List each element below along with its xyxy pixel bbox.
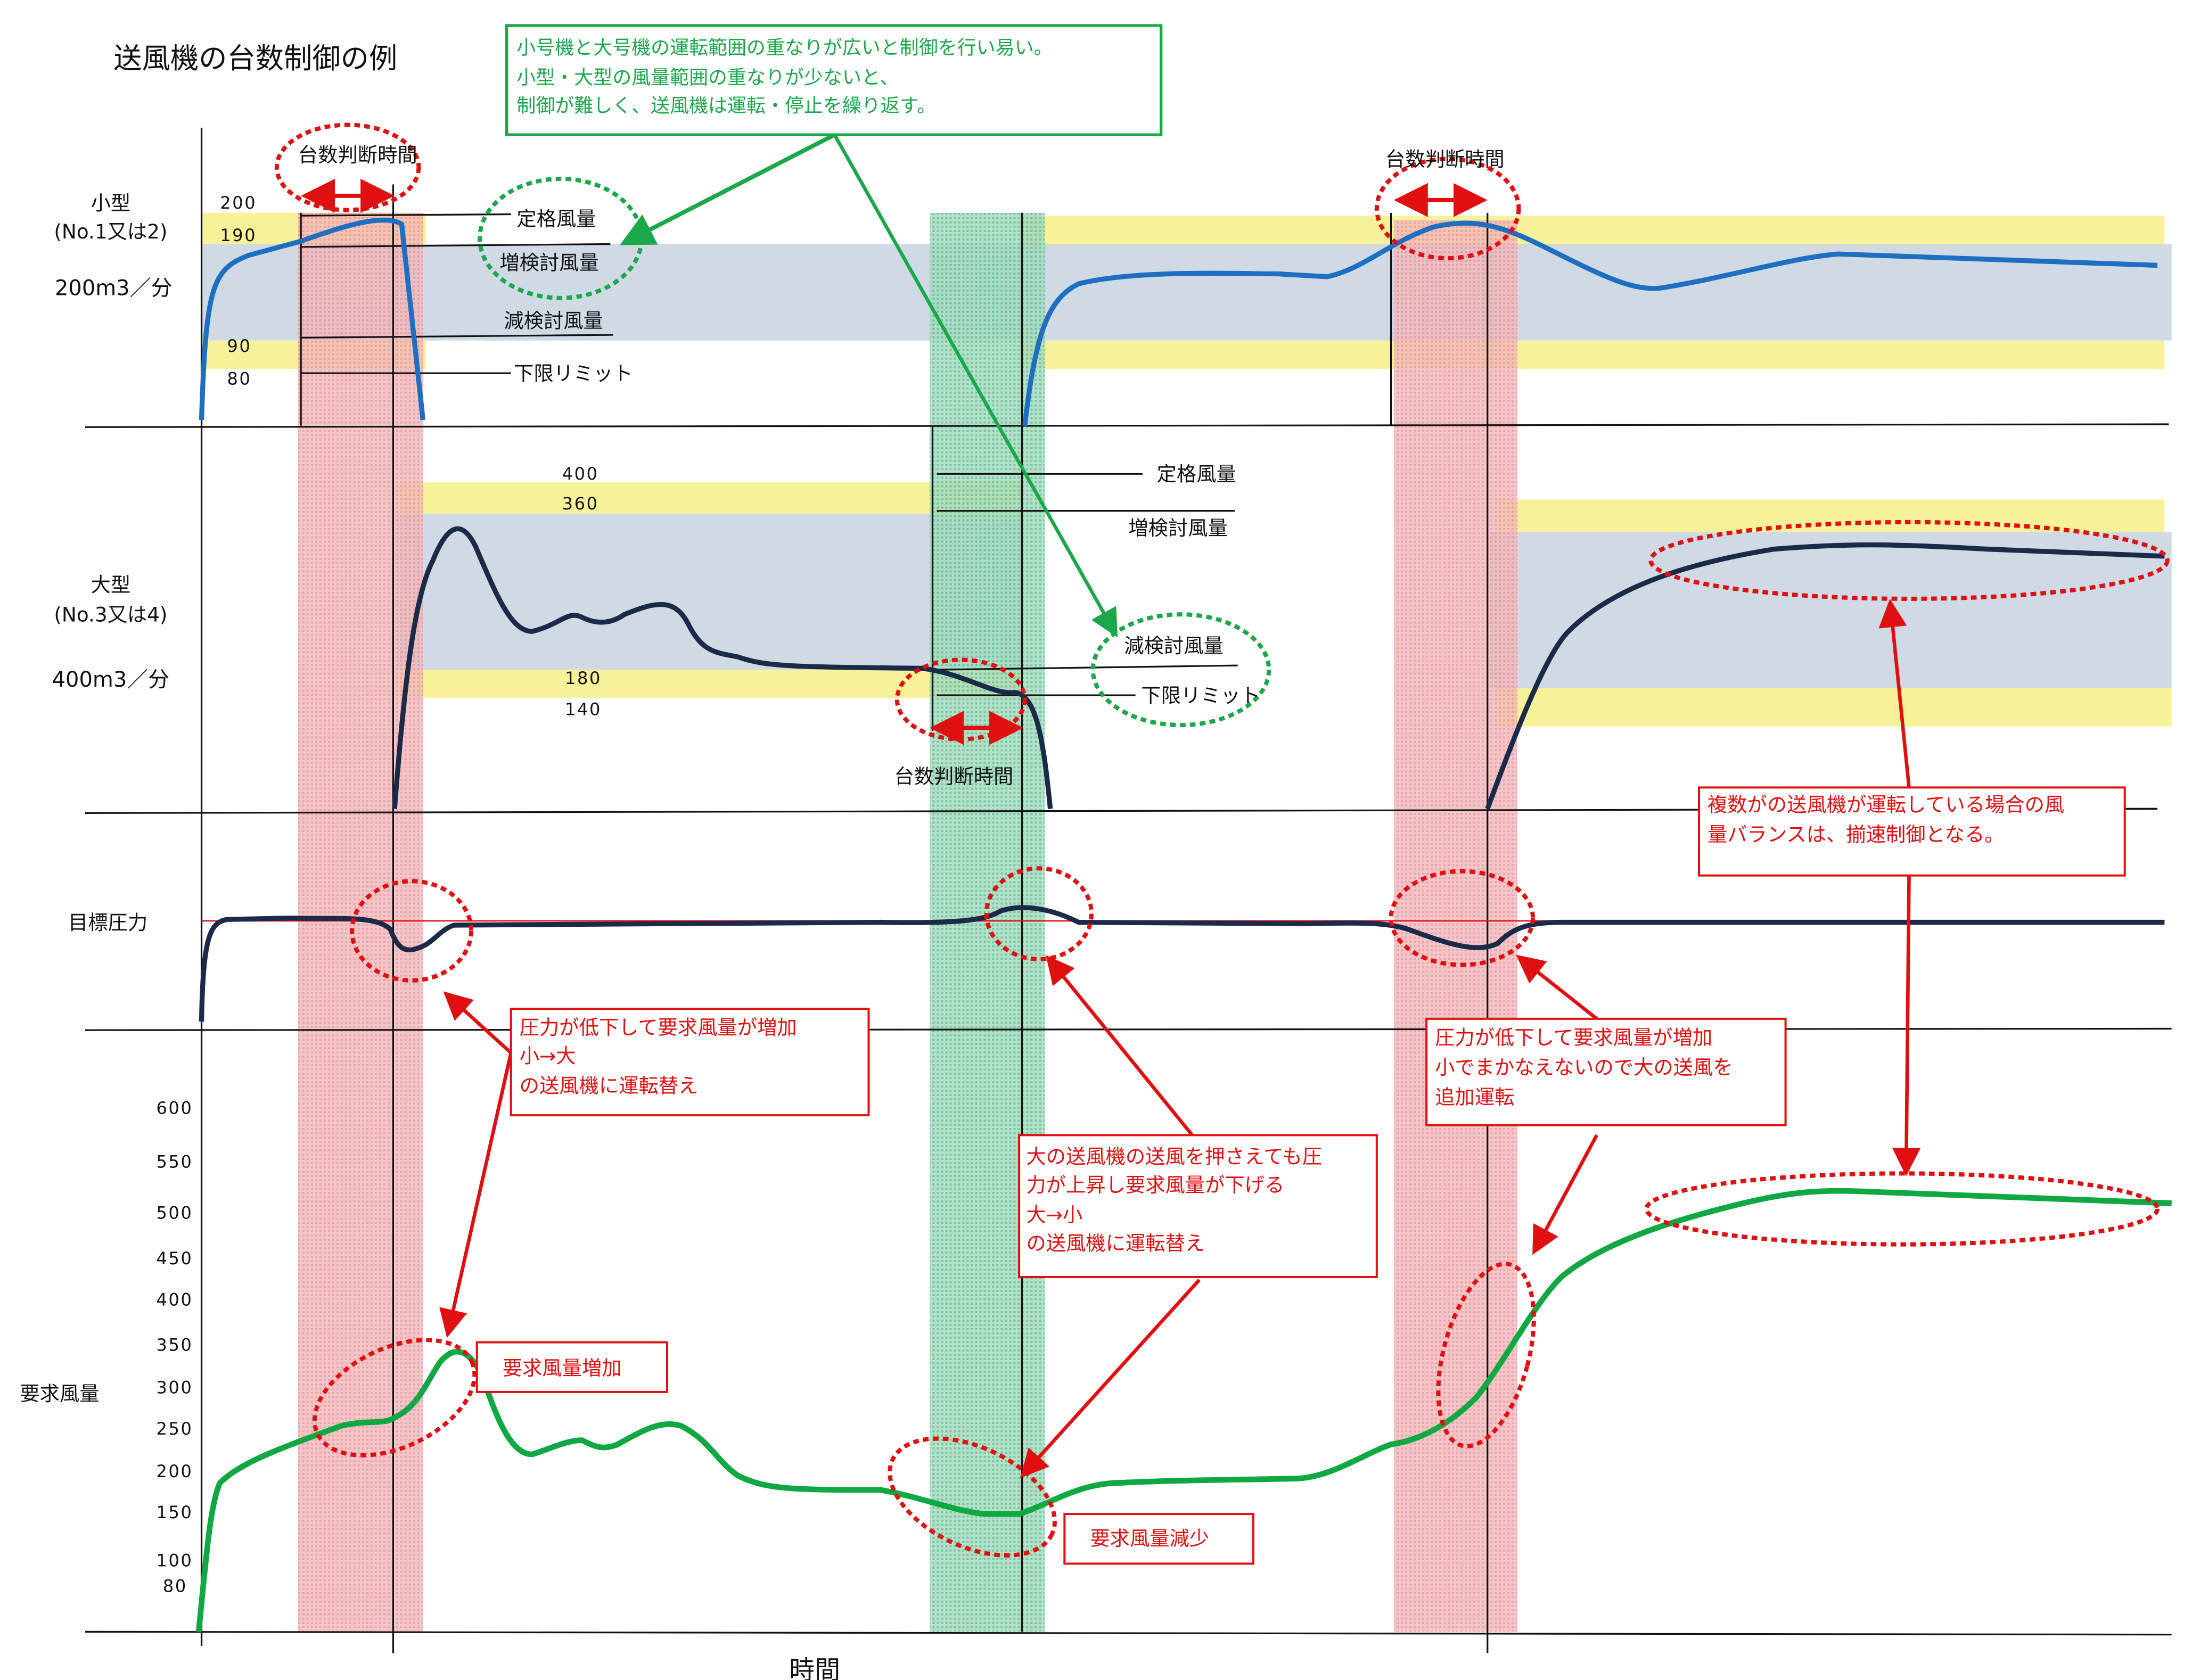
x-axis-label: 時間 bbox=[789, 1655, 840, 1680]
pressure-label: 目標圧力 bbox=[68, 911, 147, 934]
level-increase-large: 増検討風量 bbox=[1128, 516, 1227, 540]
level-increase-small: 増検討風量 bbox=[499, 251, 598, 274]
highlight-ellipses bbox=[274, 122, 2170, 1558]
small-fan-name: 小型 bbox=[91, 192, 131, 215]
demand-tick: 250 bbox=[157, 1419, 193, 1439]
small-tick: 90 bbox=[227, 336, 252, 356]
large-fan-model: (No.3又は4) bbox=[54, 603, 167, 627]
small-tick: 200 bbox=[220, 193, 257, 213]
callout-line: の送風機に運転替え bbox=[520, 1074, 699, 1097]
demand-flow-curve bbox=[195, 1188, 2172, 1632]
callout-switch-up: 圧力が低下して要求風量が増加 小→大 の送風機に運転替え bbox=[510, 1008, 870, 1117]
callout-line: 要求風量減少 bbox=[1090, 1527, 1209, 1550]
decision-time-label: 台数判断時間 bbox=[894, 764, 1014, 788]
small-tick: 190 bbox=[220, 225, 257, 245]
callout-switch-down: 大の送風機の送風を押さえても圧 力が上昇し要求風量が下げる 大→小 の送風機に運… bbox=[1018, 1134, 1378, 1278]
level-decrease-large: 減検討風量 bbox=[1124, 634, 1223, 657]
small-fan-bands bbox=[201, 212, 2172, 369]
demand-tick: 550 bbox=[157, 1152, 193, 1172]
callout-line: 追加運転 bbox=[1435, 1085, 1514, 1109]
large-fan-bands bbox=[397, 482, 2172, 727]
decision-window-3 bbox=[1393, 220, 1517, 1632]
green-note-line: 制御が難しく、送風機は運転・停止を繰り返す。 bbox=[516, 95, 936, 117]
callout-line: 小でまかなえないので大の送風を bbox=[1435, 1056, 1733, 1079]
demand-label: 要求風量 bbox=[20, 1382, 99, 1405]
demand-tick: 200 bbox=[157, 1461, 193, 1481]
decision-time-label: 台数判断時間 bbox=[298, 143, 417, 167]
demand-tick: 350 bbox=[157, 1335, 193, 1355]
demand-tick: 100 bbox=[157, 1551, 193, 1571]
level-lower-limit-small: 下限リミット bbox=[514, 361, 633, 385]
callout-line: 力が上昇し要求風量が下げる bbox=[1026, 1173, 1284, 1197]
demand-tick: 400 bbox=[157, 1289, 193, 1310]
large-fan-capacity: 400m3／分 bbox=[52, 668, 170, 692]
callout-line: 大→小 bbox=[1026, 1203, 1082, 1226]
green-note-box bbox=[505, 24, 1163, 136]
demand-tick: 450 bbox=[157, 1248, 193, 1269]
callout-demand-down: 要求風量減少 bbox=[1063, 1513, 1254, 1565]
callout-line: 大の送風機の送風を押さえても圧 bbox=[1026, 1145, 1322, 1168]
large-tick: 140 bbox=[565, 699, 602, 719]
callout-balance: 複数がの送風機が運転している場合の風 量バランスは、揃速制御となる。 bbox=[1697, 786, 2126, 877]
callout-line: 圧力が低下して要求風量が増加 bbox=[520, 1016, 797, 1039]
small-fan-flow-curve bbox=[199, 217, 2158, 426]
demand-tick: 600 bbox=[157, 1098, 193, 1118]
decision-time-label: 台数判断時間 bbox=[1385, 147, 1505, 171]
level-rated-large: 定格風量 bbox=[1157, 463, 1236, 486]
callout-add-run: 圧力が低下して要求風量が増加 小でまかなえないので大の送風を 追加運転 bbox=[1425, 1017, 1787, 1126]
callout-line: 小→大 bbox=[520, 1044, 576, 1067]
page-title: 送風機の台数制御の例 bbox=[113, 42, 397, 75]
demand-tick: 150 bbox=[157, 1502, 193, 1522]
callout-demand-up: 要求風量増加 bbox=[475, 1341, 668, 1393]
callout-line: の送風機に運転替え bbox=[1026, 1231, 1205, 1255]
small-fan-capacity: 200m3／分 bbox=[55, 276, 173, 300]
large-tick: 360 bbox=[562, 493, 599, 514]
demand-tick: 300 bbox=[157, 1378, 193, 1398]
large-tick: 180 bbox=[565, 668, 602, 688]
pressure-curve bbox=[199, 905, 2165, 1022]
demand-ticks: 600 550 500 450 400 350 300 250 200 150 … bbox=[157, 1098, 193, 1596]
small-tick: 80 bbox=[227, 368, 252, 389]
callout-arrows bbox=[439, 598, 1921, 1478]
large-fan-name: 大型 bbox=[91, 573, 131, 597]
green-note-line: 小型・大型の風量範囲の重なりが少ないと、 bbox=[516, 67, 899, 88]
callout-line: 量バランスは、揃速制御となる。 bbox=[1708, 823, 2005, 846]
callout-line: 要求風量増加 bbox=[503, 1356, 622, 1380]
demand-tick: 500 bbox=[157, 1203, 193, 1223]
large-fan-flow-curve bbox=[392, 526, 2165, 810]
level-rated-small: 定格風量 bbox=[516, 207, 596, 230]
callout-line: 複数がの送風機が運転している場合の風 bbox=[1708, 793, 2064, 817]
large-tick: 400 bbox=[562, 464, 599, 484]
demand-tick: 80 bbox=[163, 1576, 187, 1596]
callout-line: 圧力が低下して要求風量が増加 bbox=[1435, 1026, 1712, 1049]
small-fan-model: (No.1又は2) bbox=[54, 220, 167, 243]
level-lower-limit-large: 下限リミット bbox=[1141, 683, 1260, 707]
grid-lines bbox=[85, 127, 2172, 1653]
green-note-arrows bbox=[620, 133, 1118, 638]
level-decrease-small: 減検討風量 bbox=[504, 309, 603, 333]
decision-window-1 bbox=[298, 212, 423, 1632]
green-note-line: 小号機と大号機の運転範囲の重なりが広いと制御を行い易い。 bbox=[516, 37, 1053, 59]
decision-time-arrows bbox=[301, 178, 1488, 745]
